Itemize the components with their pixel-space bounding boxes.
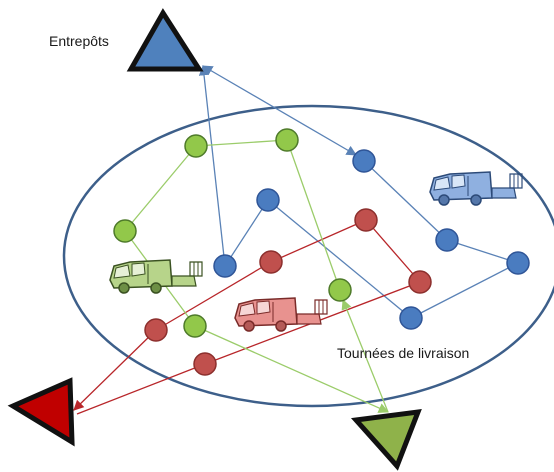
- customer-node: [113, 219, 137, 243]
- customer-node: [193, 352, 217, 376]
- customer-node: [354, 208, 378, 232]
- green-customer-nodes: [113, 128, 352, 338]
- service-area-ellipse: [62, 104, 554, 408]
- customer-node: [259, 250, 283, 274]
- red-customer-nodes: [144, 208, 432, 376]
- green-depot-triangle: [350, 408, 422, 471]
- customer-node: [408, 270, 432, 294]
- depots-label: Entrepôts: [49, 33, 109, 49]
- customer-node: [275, 128, 299, 152]
- red-truck-icon: [234, 297, 328, 332]
- blue-customer-nodes: [213, 149, 530, 330]
- customer-node: [435, 228, 459, 252]
- green-truck-icon: [109, 259, 203, 294]
- blue-depot-triangle: [126, 8, 204, 72]
- red-depot-triangle: [7, 377, 75, 447]
- customer-node: [183, 314, 207, 338]
- blue-truck-icon: [429, 171, 523, 206]
- customer-node: [184, 134, 208, 158]
- customer-node: [328, 278, 352, 302]
- customer-node: [213, 254, 237, 278]
- customer-node: [399, 306, 423, 330]
- customer-node: [144, 318, 168, 342]
- customer-node: [352, 149, 376, 173]
- blue-route: [198, 64, 519, 319]
- customer-node: [506, 251, 530, 275]
- delivery-tours-label: Tournées de livraison: [337, 345, 470, 361]
- green-route: [124, 139, 389, 413]
- customer-node: [256, 188, 280, 212]
